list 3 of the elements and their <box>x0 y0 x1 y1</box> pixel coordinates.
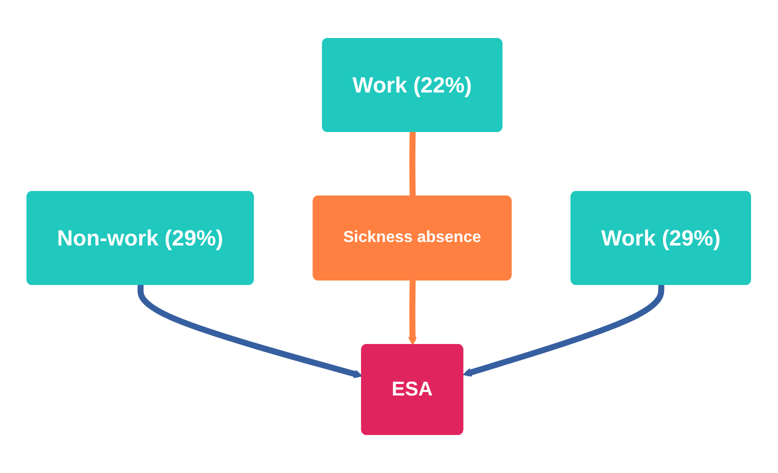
arrow <box>138 284 363 378</box>
arrow <box>408 280 418 346</box>
connector <box>410 132 416 197</box>
